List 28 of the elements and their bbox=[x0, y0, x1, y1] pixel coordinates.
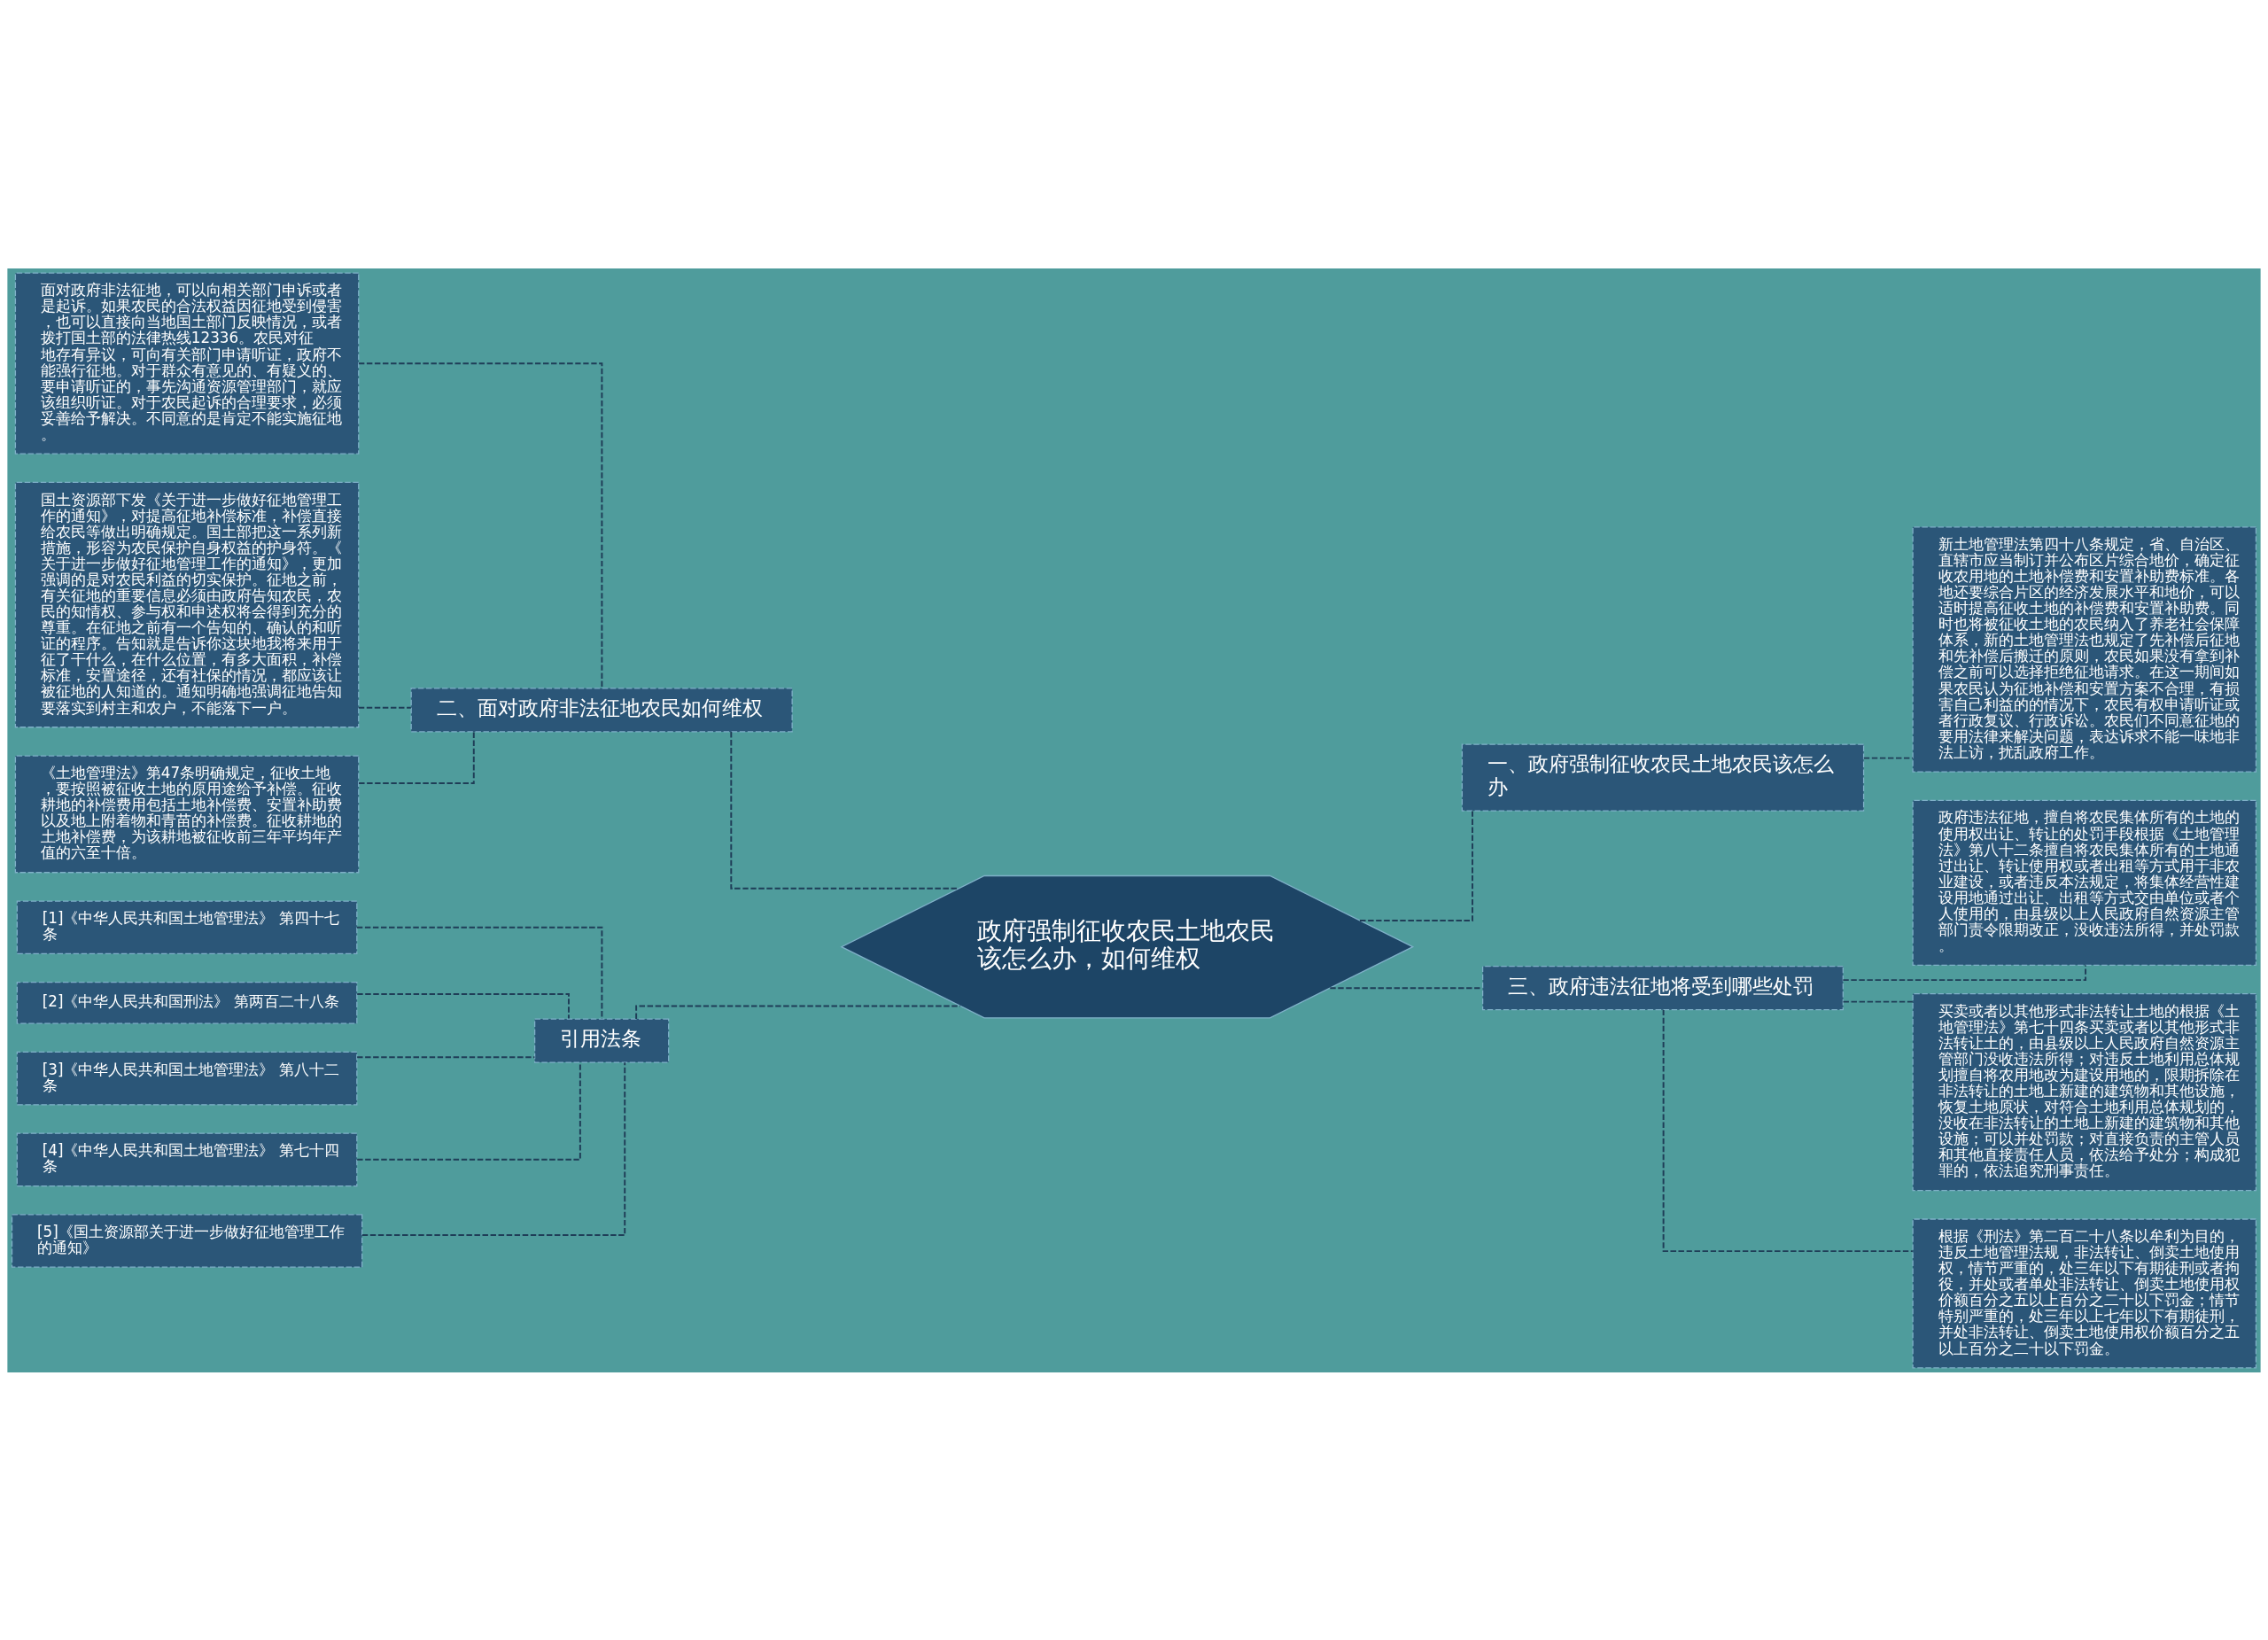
node-box: 三、政府违法征地将受到哪些处罚 bbox=[1481, 965, 1844, 1010]
node-box: 二、面对政府非法征地农民如何维权 bbox=[410, 687, 793, 733]
node-box: [2]《中华人民共和国刑法》 第两百二十八条 bbox=[16, 981, 358, 1024]
connector bbox=[1662, 1008, 1914, 1252]
connector bbox=[361, 1061, 626, 1236]
connector bbox=[356, 992, 570, 1019]
connector bbox=[635, 1004, 961, 1020]
connector bbox=[355, 926, 603, 1020]
connector bbox=[356, 1055, 536, 1058]
node-box: 面对政府非法征地，可以向相关部门申诉或者是起诉。如果农民的合法权益因征地受到侵害，也可以直接向当地国土部门反映情况，或者拨打国土部的法律热线12336。农民对征地存有异议，可向有关部门申请听证，政府不能强行征地。对于群众有意见的、有疑义的、要申请听证的，事先沟通资源管理部门，就应该组织听证。对于农民起诉的合理要求，必须妥善给予解决。不同意的是肯定不能实施征地。 bbox=[14, 272, 360, 455]
connector bbox=[1842, 1000, 1914, 1003]
node-box: 买卖或者以其他形式非法转让土地的根据《土地管理法》第七十四条买卖或者以其他形式非法转让土的，由县级以上人民政府自然资源主管部门没收违法所得；对违反土地利用总体规划擅自将农用地改为建设用地的，限期拆除在非法转让的土地上新建的建筑物和其他设施，恢复土地原状，对符合土地利用总体规划的，没收在非法转让的土地上新建的建筑物和其他设施；可以并处罚款；对直接负责的主管人员和其他直接责任人员，依法给予处分；构成犯罪的，依法追究刑事责任。 bbox=[1912, 992, 2257, 1191]
node-box: [1]《中华人民共和国土地管理法》 第四十七条 bbox=[16, 899, 358, 954]
node-box: [4]《中华人民共和国土地管理法》 第七十四条 bbox=[16, 1132, 358, 1186]
connector bbox=[1358, 809, 1473, 921]
node-box: [5]《国土资源部关于进一步做好征地管理工作的通知》 bbox=[11, 1213, 363, 1268]
node-box: 引用法条 bbox=[533, 1017, 670, 1063]
node-box: 国土资源部下发《关于进一步做好征地管理工作的通知》，对提高征地补偿标准，补偿直接给农民等做出明确规定。国土部把这一系列新措施，形容为农民保护自身权益的护身符。《关于进一步做好征地管理工作的通知》，更加强调的是对农民利益的切实保护。征地之前，有关征地的重要信息必须由政府告知农民，农民的知情权、参与权和申述权将会得到充分的尊重。在征地之前有一个告知的、确认的和听证的程序。告知就是告诉你这块地我将来用于征了干什么，在什么位置，有多大面积，补偿标准，安置途径，还有社保的情况，都应该让被征地的人知道的。通知明确地强调征地告知要落实到村主和农户，不能落下一户。 bbox=[14, 481, 360, 727]
node-box: 政府违法征地，擅自将农民集体所有的土地的使用权出让、转让的处罚手段根据《土地管理法》第八十二条擅自将农民集体所有的土地通过出让、转让使用权或者出租等方式用于非农业建设，或者违反本法规定，将集体经营性建设用地通过出让、出租等方式交由单位或者个人使用的，由县级以上人民政府自然资源主管部门责令限期改正，没收违法所得，并处罚款。 bbox=[1912, 799, 2257, 966]
connector bbox=[1862, 757, 1914, 759]
node-box: 一、政府强制征收农民土地农民该怎么办 bbox=[1461, 743, 1865, 812]
node-box: [3]《中华人民共和国土地管理法》 第八十二条 bbox=[16, 1051, 358, 1105]
connector bbox=[357, 706, 412, 709]
connector bbox=[357, 361, 603, 688]
node-box: 新土地管理法第四十八条规定，省、自治区、直辖市应当制订并公布区片综合地价，确定征收农用地的土地补偿费和安置补助费标准。各地还要综合片区的经济发展水平和地价，可以适时提高征收土地的补偿费和安置补助费。同时也将被征收土地的农民纳入了养老社会保障体系，新的土地管理法也规定了先补偿后征地和先补偿后搬迁的原则，农民如果没有拿到补偿之前可以选择拒绝征地请求。在这一期间如果农民认为征地补偿和安置方案不合理，有损害自己利益的的情况下，农民有权申请听证或者行政复议、行政诉讼。农民们不同意征地的要用法律来解决问题，表达诉求不能一味地非法上访，扰乱政府工作。 bbox=[1912, 525, 2257, 773]
connector bbox=[358, 730, 475, 784]
node-box: 根据《刑法》第二百二十八条以牟利为目的，违反土地管理法规，非法转让、倒卖土地使用权，情节严重的，处三年以下有期徒刑或者拘役，并处或者单处非法转让、倒卖土地使用权价额百分之五以上百分之二十以下罚金；情节特别严重的，处三年以上七年以下有期徒刑，并处非法转让、倒卖土地使用权价额百分之五以上百分之二十以下罚金。 bbox=[1912, 1217, 2257, 1368]
node-box: 《土地管理法》第47条明确规定，征收土地，要按照被征收土地的原用途给予补偿。征收耕地的补偿费用包括土地补偿费、安置补助费以及地上附着物和青苗的补偿费。征收耕地的土地补偿费，为该耕地被征收前三年平均年产值的六至十倍。 bbox=[14, 754, 360, 873]
